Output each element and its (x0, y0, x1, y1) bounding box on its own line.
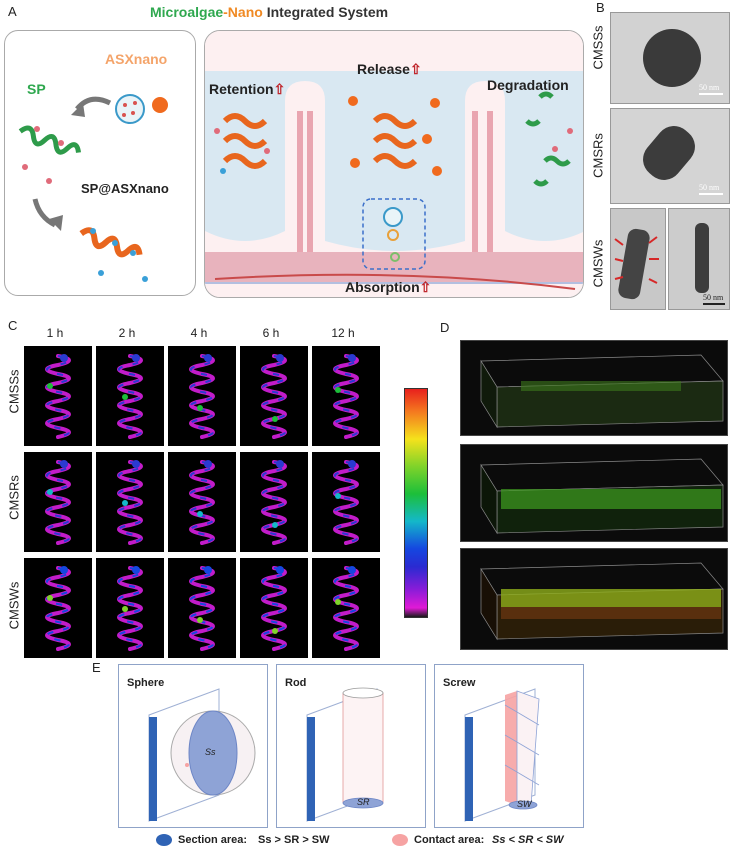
label-sp: SP (27, 81, 46, 97)
time-label-2: 2 h (118, 326, 136, 340)
gi-image-r1-c5 (312, 346, 380, 446)
confocal-image-3 (460, 548, 728, 650)
time-label-1: 1 h (46, 326, 64, 340)
screw-area-label: SW (517, 799, 532, 809)
sphere-diagram (148, 688, 256, 822)
cmsrs-scale-bar (699, 193, 723, 195)
panel-a-letter: A (8, 4, 17, 19)
gi-image-r2-c5 (312, 452, 380, 552)
time-label-5: 12 h (331, 326, 355, 340)
label-asxnano: ASXnano (105, 51, 168, 67)
cmsrs-scale-label: 50 nm (699, 183, 720, 192)
gi-image-r3-c2 (96, 558, 164, 658)
panel-e-letter: E (92, 660, 101, 675)
shape-box-sphere: Sphere Ss (118, 664, 268, 828)
gi-image-r3-c4 (240, 558, 308, 658)
gi-image-r2-c3 (168, 452, 236, 552)
gi-image-r2-c4 (240, 452, 308, 552)
panel-a-left-box: ASXnano SP SP@ASXnano (4, 30, 196, 296)
panel-c-letter: C (8, 318, 18, 333)
label-absorption: Absorption⇧ (345, 279, 432, 295)
confocal-image-2 (460, 444, 728, 542)
rod-diagram (306, 687, 384, 822)
title-nano: -Nano (223, 4, 263, 20)
gi-image-r1-c2 (96, 346, 164, 446)
panel-a-title: Microalgae-Nano Integrated System (150, 4, 388, 20)
time-label-3: 4 h (190, 326, 208, 340)
gi-image-r3-c1 (24, 558, 92, 658)
shape-box-screw: Screw SW (434, 664, 584, 828)
gi-image-r1-c3 (168, 346, 236, 446)
gi-image-r1-c1 (24, 346, 92, 446)
screw-diagram (464, 688, 540, 822)
tem-image-cmsws-right: 50 nm (668, 208, 730, 310)
cmsss-particle (643, 29, 701, 87)
tem-image-cmsrs: 50 nm (610, 108, 730, 204)
legend-section-relation: Ss > SR > SW (258, 834, 330, 846)
release-up-arrow-icon: ⇧ (409, 61, 422, 77)
panel-b-letter: B (596, 0, 605, 15)
retention-up-arrow-icon: ⇧ (273, 81, 286, 97)
legend-section-swatch (156, 834, 172, 846)
gi-image-r1-c4 (240, 346, 308, 446)
legend-contact-relation: Ss < SR < SW (492, 834, 564, 846)
legend-contact-label: Contact area: (414, 834, 485, 846)
rod-area-label: SR (357, 797, 370, 807)
tem-image-cmsss: 50 nm (610, 12, 730, 104)
panel-a-left-illustration (18, 94, 168, 282)
label-release: Release⇧ (357, 61, 422, 77)
absorption-up-arrow-icon: ⇧ (419, 279, 432, 295)
cmsws-particle-right (695, 223, 709, 293)
legend-section-label: Section area: (178, 834, 248, 846)
title-integrated: Integrated System (262, 4, 389, 20)
cmsws-scale-bar (703, 303, 725, 305)
tem-image-cmsws-left (610, 208, 666, 310)
cmsws-scale-label: 50 nm (703, 293, 724, 302)
title-microalgae: Microalgae (150, 4, 224, 20)
cmsrs-particle (635, 118, 703, 188)
shape-title-screw: Screw (443, 677, 476, 689)
label-degradation: Degradation (487, 77, 569, 93)
panel-a-right-box: Retention⇧ Release⇧ Degradation Absorpti… (204, 30, 584, 298)
panel-d-letter: D (440, 320, 450, 335)
time-label-4: 6 h (262, 326, 280, 340)
shape-box-rod: Rod SR (276, 664, 426, 828)
fluorescence-colorbar (404, 388, 428, 618)
gi-image-r3-c5 (312, 558, 380, 658)
confocal-image-1 (460, 340, 728, 436)
intestine-illustration (205, 31, 583, 297)
gi-image-grid (24, 346, 382, 658)
gi-image-r3-c3 (168, 558, 236, 658)
gi-image-r2-c2 (96, 452, 164, 552)
label-sp-asxnano: SP@ASXnano (81, 181, 169, 196)
gi-image-r2-c1 (24, 452, 92, 552)
cmsws-red-arrows (614, 236, 659, 284)
cmsss-scale-bar (699, 93, 723, 95)
cmsss-scale-label: 50 nm (699, 83, 720, 92)
shape-title-rod: Rod (285, 677, 307, 689)
shape-title-sphere: Sphere (127, 677, 165, 689)
label-retention: Retention⇧ (209, 81, 286, 97)
legend-contact-swatch (392, 834, 408, 846)
sphere-area-label: Ss (205, 747, 216, 757)
